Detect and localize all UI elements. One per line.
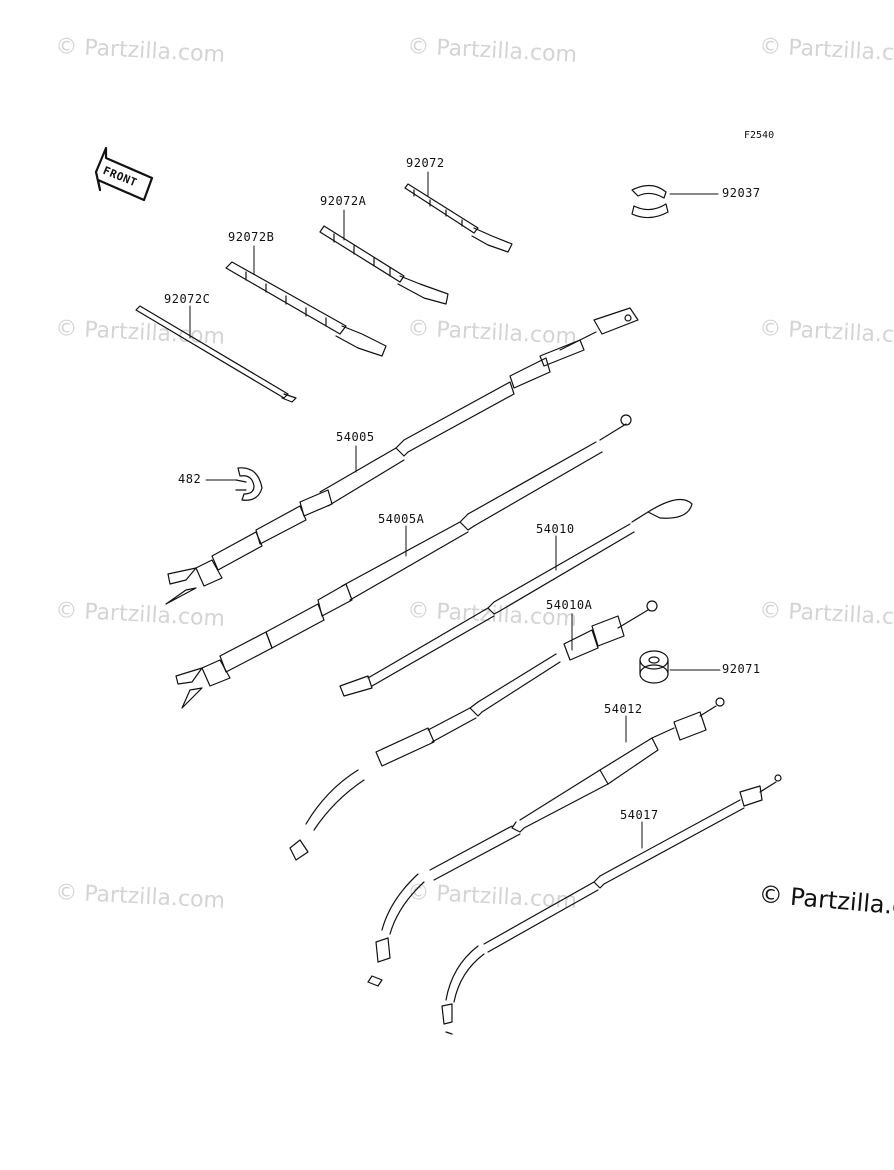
part-label-92037[interactable]: 92037: [722, 186, 761, 200]
cable-tie-92072C-icon: [135, 305, 297, 403]
e-clip-482-icon: [235, 467, 263, 501]
part-label-92071[interactable]: 92071: [722, 662, 761, 676]
cable-tie-92072-icon: [404, 183, 513, 253]
part-label-54017[interactable]: 54017: [620, 808, 659, 822]
grommet-92071-icon: [639, 650, 669, 684]
part-label-54012[interactable]: 54012: [604, 702, 643, 716]
cable-54010-icon: [339, 498, 693, 697]
figure-reference: F2540: [744, 130, 775, 141]
cable-54010A-icon: [289, 600, 658, 861]
cable-54017-icon: [441, 774, 782, 1035]
cable-54005A-icon: [175, 414, 632, 709]
part-label-92072[interactable]: 92072: [406, 156, 445, 170]
part-label-54010[interactable]: 54010: [536, 522, 575, 536]
front-arrow-icon: [94, 146, 154, 202]
part-label-92072C[interactable]: 92072C: [164, 292, 211, 306]
cable-54005-icon: [165, 307, 639, 605]
part-label-54005A[interactable]: 54005A: [378, 512, 425, 526]
part-label-54005[interactable]: 54005: [336, 430, 375, 444]
cable-tie-92072B-icon: [225, 261, 387, 357]
clip-92037-icon: [631, 184, 669, 219]
part-label-482[interactable]: 482: [178, 472, 202, 486]
part-label-92072A[interactable]: 92072A: [320, 194, 367, 208]
part-label-92072B[interactable]: 92072B: [228, 230, 275, 244]
cable-54012-icon: [367, 697, 725, 987]
cable-tie-92072A-icon: [319, 225, 449, 305]
leader-lines: [189, 171, 721, 849]
part-label-54010A[interactable]: 54010A: [546, 598, 593, 612]
